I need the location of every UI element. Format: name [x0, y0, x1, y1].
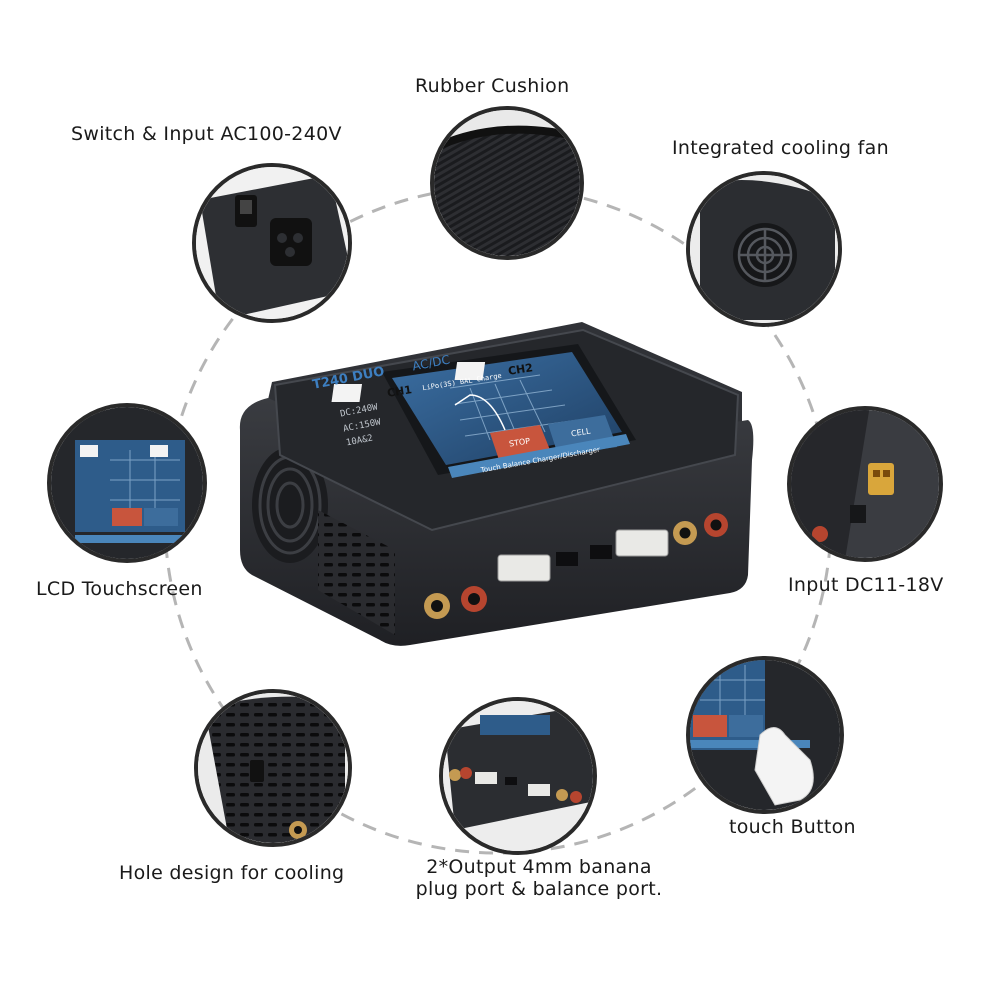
touch-button-label: touch Button	[729, 816, 856, 838]
cooling-holes-label: Hole design for cooling	[119, 862, 345, 884]
output-ports-label-line-1: 2*Output 4mm banana	[426, 856, 652, 878]
dc-input-photo	[787, 406, 943, 562]
switch-input-photo	[192, 163, 352, 323]
cooling-fan-label: Integrated cooling fan	[672, 137, 889, 159]
switch-input-label: Switch & Input AC100-240V	[71, 123, 342, 145]
cooling-holes-photo	[194, 689, 352, 847]
lcd-touchscreen-photo	[47, 403, 207, 563]
lcd-touchscreen-label: LCD Touchscreen	[36, 578, 203, 600]
output-ports-label-line-2: plug port & balance port.	[415, 877, 663, 900]
rubber-cushion-label: Rubber Cushion	[415, 75, 570, 97]
cooling-fan-photo	[686, 171, 842, 327]
output-ports-label: 2*Output 4mm banana plug port & balance …	[404, 856, 674, 901]
touch-button-photo	[686, 656, 844, 814]
rubber-cushion-photo	[430, 106, 584, 260]
charger-device	[239, 322, 754, 646]
dc-input-label: Input DC11-18V	[788, 574, 944, 596]
output-ports-photo	[439, 697, 597, 855]
